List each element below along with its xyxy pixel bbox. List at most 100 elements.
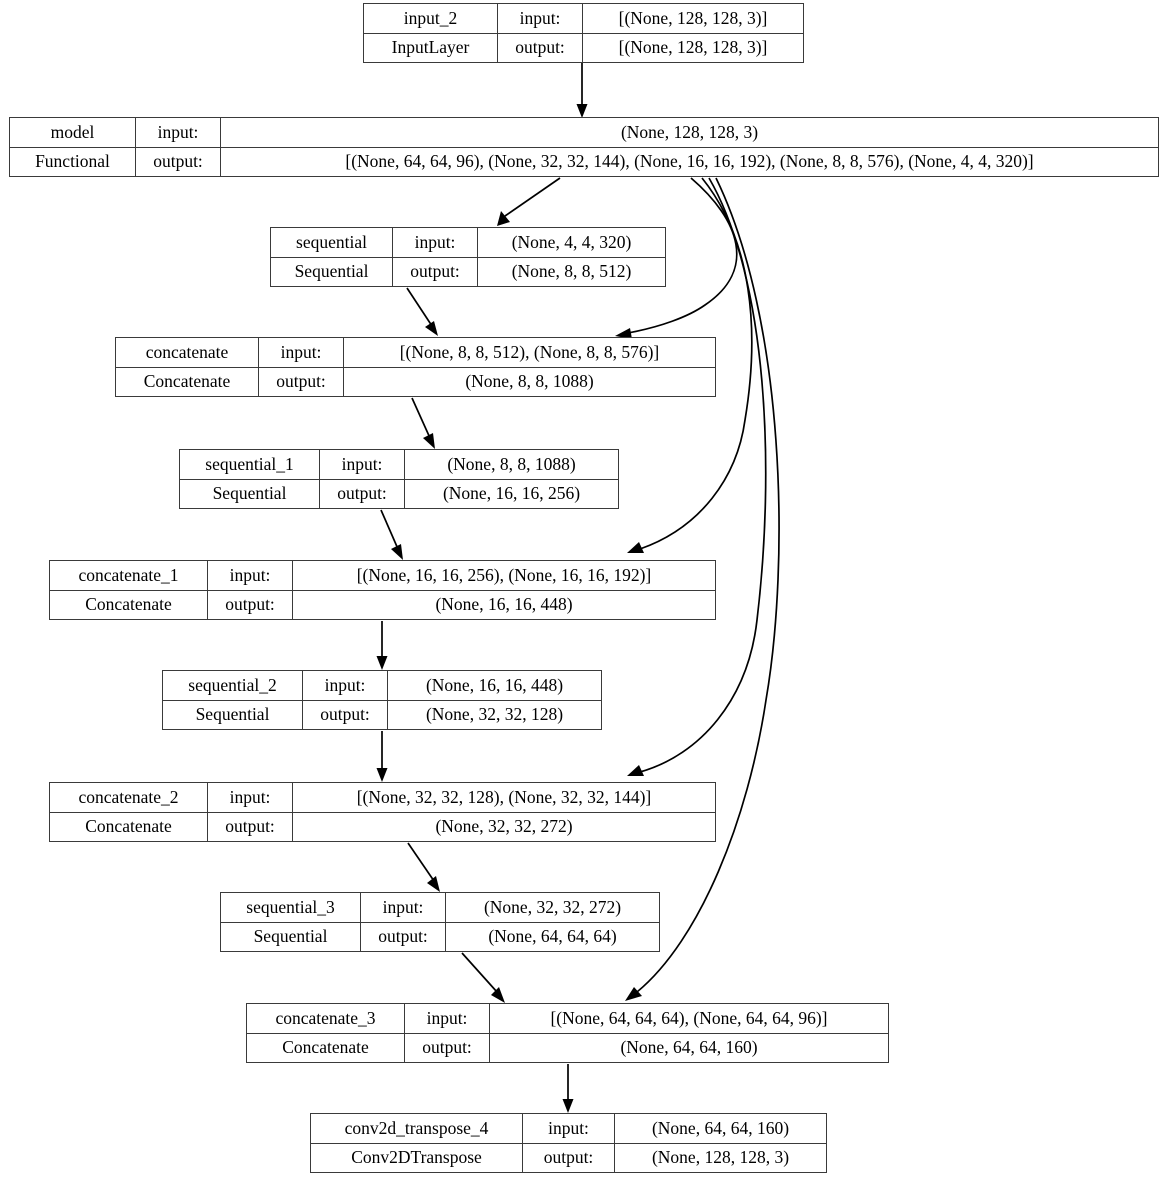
- node-sequential_1-class: Sequential: [180, 479, 320, 508]
- node-conv2d_transpose_4[interactable]: conv2d_transpose_4 input: (None, 64, 64,…: [310, 1113, 827, 1173]
- node-model-input-label: input:: [136, 118, 221, 147]
- node-sequential_1[interactable]: sequential_1 input: (None, 8, 8, 1088) S…: [179, 449, 619, 509]
- node-concatenate_3-input-label: input:: [405, 1004, 490, 1033]
- node-concatenate_1-input-shape: [(None, 16, 16, 256), (None, 16, 16, 192…: [356, 564, 652, 585]
- node-concatenate_3-input-shape: [(None, 64, 64, 64), (None, 64, 64, 96)]: [550, 1007, 828, 1028]
- node-concatenate-input-label: input:: [259, 338, 344, 367]
- node-sequential-output-label: output:: [393, 257, 478, 286]
- node-input_2-input-row: input_2 input: [(None, 128, 128, 3)]: [364, 4, 803, 34]
- node-sequential_2[interactable]: sequential_2 input: (None, 16, 16, 448) …: [162, 670, 602, 730]
- node-concatenate_2-class: Concatenate: [50, 812, 208, 841]
- node-conv2d_transpose_4-output-row: Conv2DTranspose output: (None, 128, 128,…: [311, 1143, 826, 1172]
- node-input_2-class: InputLayer: [364, 33, 498, 62]
- node-model-input-shape: (None, 128, 128, 3): [620, 121, 759, 142]
- node-sequential_1-output-row: Sequential output: (None, 16, 16, 256): [180, 479, 618, 508]
- node-input_2[interactable]: input_2 input: [(None, 128, 128, 3)] Inp…: [363, 3, 804, 63]
- node-sequential_2-output-shape: (None, 32, 32, 128): [425, 704, 564, 725]
- edge-concatenate1-sequential2: [376, 621, 388, 670]
- node-input_2-output-label: output:: [498, 33, 583, 62]
- node-concatenate_1-name: concatenate_1: [50, 561, 208, 590]
- node-sequential_3-input-shape: (None, 32, 32, 272): [483, 896, 622, 917]
- edge-model-sequential: [497, 177, 561, 226]
- node-conv2d_transpose_4-input-row: conv2d_transpose_4 input: (None, 64, 64,…: [311, 1114, 826, 1144]
- node-model-class: Functional: [10, 147, 136, 176]
- node-conv2d_transpose_4-input-shape: (None, 64, 64, 160): [651, 1117, 790, 1138]
- node-concatenate_1-input-row: concatenate_1 input: [(None, 16, 16, 256…: [50, 561, 715, 591]
- node-sequential-output-row: Sequential output: (None, 8, 8, 512): [271, 257, 665, 286]
- node-concatenate-input-shape: [(None, 8, 8, 512), (None, 8, 8, 576)]: [399, 341, 660, 362]
- node-concatenate_3-input-row: concatenate_3 input: [(None, 64, 64, 64)…: [247, 1004, 888, 1034]
- edge-input2-model: [576, 63, 588, 118]
- node-concatenate_2[interactable]: concatenate_2 input: [(None, 32, 32, 128…: [49, 782, 716, 842]
- node-concatenate_1-output-row: Concatenate output: (None, 16, 16, 448): [50, 590, 715, 619]
- node-conv2d_transpose_4-output-shape: (None, 128, 128, 3): [651, 1147, 790, 1168]
- node-concatenate[interactable]: concatenate input: [(None, 8, 8, 512), (…: [115, 337, 716, 397]
- node-concatenate-class: Concatenate: [116, 367, 259, 396]
- node-sequential_2-input-row: sequential_2 input: (None, 16, 16, 448): [163, 671, 601, 701]
- node-conv2d_transpose_4-class: Conv2DTranspose: [311, 1143, 523, 1172]
- node-sequential_2-input-label: input:: [303, 671, 388, 700]
- node-concatenate_2-input-shape: [(None, 32, 32, 128), (None, 32, 32, 144…: [356, 786, 652, 807]
- node-sequential_3[interactable]: sequential_3 input: (None, 32, 32, 272) …: [220, 892, 660, 952]
- node-concatenate_1-output-shape: (None, 16, 16, 448): [435, 594, 573, 615]
- node-sequential_3-output-label: output:: [361, 922, 446, 951]
- edge-sequential-concatenate: [406, 287, 438, 336]
- node-model-name: model: [10, 118, 136, 147]
- node-model-output-label: output:: [136, 147, 221, 176]
- node-model[interactable]: model input: (None, 128, 128, 3) Functio…: [9, 117, 1159, 177]
- node-concatenate_2-output-shape: (None, 32, 32, 272): [435, 816, 573, 837]
- node-sequential_3-output-shape: (None, 64, 64, 64): [488, 926, 617, 947]
- edge-concatenate2-sequential3: [407, 842, 440, 892]
- node-input_2-name: input_2: [364, 4, 498, 33]
- node-conv2d_transpose_4-name: conv2d_transpose_4: [311, 1114, 523, 1143]
- node-concatenate-output-row: Concatenate output: (None, 8, 8, 1088): [116, 367, 715, 396]
- node-conv2d_transpose_4-output-label: output:: [523, 1143, 615, 1172]
- node-concatenate_2-output-row: Concatenate output: (None, 32, 32, 272): [50, 812, 715, 841]
- node-input_2-output-shape: [(None, 128, 128, 3)]: [618, 37, 768, 58]
- node-sequential-class: Sequential: [271, 257, 393, 286]
- node-sequential[interactable]: sequential input: (None, 4, 4, 320) Sequ…: [270, 227, 666, 287]
- node-concatenate-output-label: output:: [259, 367, 344, 396]
- node-sequential_2-input-shape: (None, 16, 16, 448): [425, 674, 564, 695]
- node-sequential_2-output-row: Sequential output: (None, 32, 32, 128): [163, 700, 601, 729]
- node-sequential_3-name: sequential_3: [221, 893, 361, 922]
- node-concatenate-output-shape: (None, 8, 8, 1088): [465, 371, 594, 392]
- node-sequential_1-input-shape: (None, 8, 8, 1088): [447, 453, 576, 474]
- node-sequential_2-output-label: output:: [303, 700, 388, 729]
- node-sequential-name: sequential: [271, 228, 393, 257]
- node-concatenate_2-name: concatenate_2: [50, 783, 208, 812]
- edge-sequential3-concatenate3: [461, 952, 505, 1003]
- node-sequential_3-input-label: input:: [361, 893, 446, 922]
- node-concatenate_3-name: concatenate_3: [247, 1004, 405, 1033]
- node-sequential_3-class: Sequential: [221, 922, 361, 951]
- node-sequential_2-class: Sequential: [163, 700, 303, 729]
- node-sequential_1-input-label: input:: [320, 450, 405, 479]
- node-model-output-shape: [(None, 64, 64, 96), (None, 32, 32, 144)…: [345, 151, 1034, 172]
- edge-concatenate-sequential1: [411, 397, 435, 449]
- node-sequential_2-name: sequential_2: [163, 671, 303, 700]
- node-input_2-output-row: InputLayer output: [(None, 128, 128, 3)]: [364, 33, 803, 62]
- node-conv2d_transpose_4-input-label: input:: [523, 1114, 615, 1143]
- node-concatenate_1-class: Concatenate: [50, 590, 208, 619]
- node-concatenate-input-row: concatenate input: [(None, 8, 8, 512), (…: [116, 338, 715, 368]
- node-concatenate_2-input-label: input:: [208, 783, 293, 812]
- node-input_2-input-label: input:: [498, 4, 583, 33]
- edge-sequential2-concatenate2: [376, 731, 388, 782]
- node-sequential_1-output-shape: (None, 16, 16, 256): [442, 483, 581, 504]
- node-concatenate_1-input-label: input:: [208, 561, 293, 590]
- node-concatenate_1[interactable]: concatenate_1 input: [(None, 16, 16, 256…: [49, 560, 716, 620]
- node-concatenate_3-output-label: output:: [405, 1033, 490, 1062]
- node-concatenate-name: concatenate: [116, 338, 259, 367]
- node-sequential-input-row: sequential input: (None, 4, 4, 320): [271, 228, 665, 258]
- node-sequential-input-shape: (None, 4, 4, 320): [511, 231, 632, 252]
- node-concatenate_3[interactable]: concatenate_3 input: [(None, 64, 64, 64)…: [246, 1003, 889, 1063]
- node-input_2-input-shape: [(None, 128, 128, 3)]: [618, 7, 768, 28]
- edge-concatenate3-conv2dtranspose4: [562, 1064, 574, 1113]
- node-sequential_1-output-label: output:: [320, 479, 405, 508]
- node-model-output-row: Functional output: [(None, 64, 64, 96), …: [10, 147, 1158, 176]
- node-concatenate_3-output-shape: (None, 64, 64, 160): [620, 1037, 758, 1058]
- node-sequential-input-label: input:: [393, 228, 478, 257]
- node-concatenate_2-input-row: concatenate_2 input: [(None, 32, 32, 128…: [50, 783, 715, 813]
- node-concatenate_3-class: Concatenate: [247, 1033, 405, 1062]
